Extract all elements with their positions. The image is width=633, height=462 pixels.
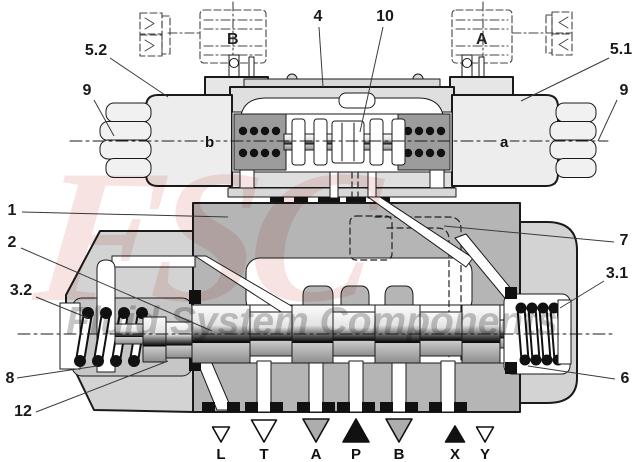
knurled-nut-left [99,102,152,178]
armature-right [397,113,451,171]
armature-left [233,113,287,171]
port-channel-P [348,360,364,413]
port-symbol-A [302,418,330,443]
callout-2: 2 [8,234,17,251]
port-symbol-X [444,425,466,443]
callout-3-1: 3.1 [606,265,628,282]
leader-line-5-1 [520,57,610,102]
leader-line-5-2 [109,57,169,98]
manual-override-knurl-left [144,17,155,52]
port-label-X: X [450,446,460,462]
pilot-valve [99,73,597,203]
port-symbol-L [211,426,231,443]
leader-line-4 [318,26,324,88]
pilot-spring-coils [238,126,446,158]
leader-line-6 [527,365,616,380]
callout-3-2: 3.2 [10,282,32,299]
leader-line-3-2 [35,296,89,319]
port-label-A: A [311,446,322,462]
callout-5-1: 5.1 [610,41,632,58]
phantom-coil-left [139,9,267,64]
callout-9-left: 9 [83,82,92,99]
axis-label-a: a [500,134,509,151]
pilot-spool [291,118,406,166]
leader-line-12 [35,360,169,413]
port-symbol-P [342,418,370,443]
spool-end-washer [142,316,167,363]
port-label-B: B [394,446,405,462]
callout-5-2: 5.2 [85,42,107,59]
port-symbol-Y [475,426,495,443]
bottom-seals [202,402,467,412]
port-channel-A [308,360,324,413]
callout-4: 4 [314,8,323,25]
leader-line-10 [359,26,384,133]
screw-heads [286,73,424,80]
leader-line-1 [21,211,229,218]
drain-channel-left [111,255,196,268]
pilot-interface-plate [227,187,457,198]
port-channel-T [256,360,272,413]
port-channel-X [440,360,456,413]
callout-10: 10 [376,8,394,25]
callout-8: 8 [6,370,15,387]
port-label-P: P [351,446,361,462]
coil-label-A: A [476,31,488,48]
port-label-Y: Y [480,446,490,462]
callout-7: 7 [620,232,629,249]
leader-line-9-right [597,99,618,142]
pilot-top-port [338,92,376,109]
leader-line-3-1 [559,280,605,309]
callout-6: 6 [621,370,630,387]
axis-label-b: b [205,134,214,151]
leader-line-9-left [93,99,115,137]
callout-12: 12 [14,403,32,420]
leader-line-2 [20,247,213,332]
port-label-L: L [216,446,225,462]
leader-line-7 [443,225,615,243]
coil-label-B: B [227,31,239,48]
pilot-passage-hidden [349,215,462,361]
knurled-nut-right [549,102,597,178]
callout-1: 1 [8,202,17,219]
port-channel-B [391,360,407,413]
spring-right [503,287,572,375]
callout-9-right: 9 [620,82,629,99]
port-symbol-B [385,418,413,443]
port-symbol-T [250,419,278,443]
spring-left [59,302,148,370]
manual-override-knurl-right [558,16,569,51]
port-label-T: T [259,446,268,462]
spring-retainer [557,299,572,365]
leader-line-8 [16,365,98,379]
stroke-adjuster [165,321,193,359]
